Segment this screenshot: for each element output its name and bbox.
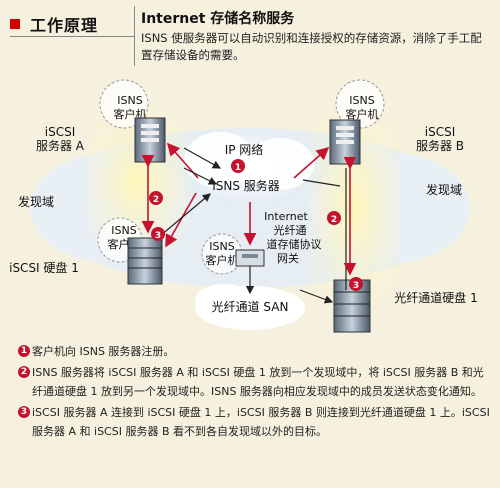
isns-client-gw-label-line2: 客户机 — [206, 253, 239, 267]
header-divider-horizontal — [10, 36, 134, 37]
discovery-domain-right-label: 发现域 — [426, 182, 462, 197]
isns-client-b-label-line2: 客户机 — [346, 107, 379, 121]
note-number-1: 1 — [18, 345, 30, 357]
discovery-domain-left-label: 发现域 — [18, 194, 54, 209]
intro-text: ISNS 使服务器可以自动识别和连接授权的存储资源，消除了手工配置存储设备的需要… — [141, 31, 482, 62]
badge-3-left: 3 — [151, 227, 165, 241]
page-title: Internet 存储名称服务 — [141, 11, 295, 27]
badge-2-left: 2 — [149, 191, 163, 205]
note-text-1: 客户机向 ISNS 服务器注册。 — [32, 345, 175, 358]
badge-3-right-text: 3 — [353, 281, 359, 291]
server-b-icon — [329, 119, 361, 165]
gateway-label-line1: Internet — [264, 210, 308, 223]
ip-network-cloud — [184, 130, 314, 206]
isns-client-gw-label-line1: ISNS — [209, 240, 234, 253]
header-divider-vertical — [134, 6, 135, 66]
server-b-label-line1: iSCSI — [425, 125, 456, 139]
server-b-label-line2: 服务器 B — [416, 138, 464, 153]
ip-network-label: IP 网络 — [225, 142, 264, 157]
note-3: 3 iSCSI 服务器 A 连接到 iSCSI 硬盘 1 上，iSCSI 服务器… — [18, 403, 490, 441]
gateway-label-line3: 道存储协议 — [267, 237, 322, 251]
badge-2-right: 2 — [327, 211, 341, 225]
server-a-label-line1: iSCSI — [45, 125, 76, 139]
note-text-3: iSCSI 服务器 A 连接到 iSCSI 硬盘 1 上，iSCSI 服务器 B… — [32, 406, 490, 438]
badge-2-left-text: 2 — [153, 195, 159, 205]
section-marker-icon — [10, 19, 20, 29]
badge-2-right-text: 2 — [331, 215, 337, 225]
fc-disk-label: 光纤通道硬盘 1 — [394, 290, 477, 305]
badge-3-left-text: 3 — [155, 231, 161, 241]
notes-list: 1 客户机向 ISNS 服务器注册。 2 ISNS 服务器将 iSCSI 服务器… — [18, 342, 490, 443]
isns-client-b-label-line1: ISNS — [349, 94, 374, 107]
iscsi-disk-icon — [127, 237, 163, 285]
server-a-icon — [134, 117, 166, 163]
section-header: 工作原理 — [10, 12, 98, 36]
note-text-2: ISNS 服务器将 iSCSI 服务器 A 和 iSCSI 硬盘 1 放到一个发… — [32, 366, 484, 398]
note-2: 2 ISNS 服务器将 iSCSI 服务器 A 和 iSCSI 硬盘 1 放到一… — [18, 363, 490, 401]
isns-client-a-circle — [99, 79, 149, 129]
gateway-icon — [235, 249, 265, 267]
note-1: 1 客户机向 ISNS 服务器注册。 — [18, 342, 490, 361]
note-number-2: 2 — [18, 366, 30, 378]
gateway-label-line2: 光纤通 — [274, 223, 307, 237]
badge-3-right: 3 — [349, 277, 363, 291]
section-title: 工作原理 — [30, 16, 99, 35]
fc-san-cloud — [195, 284, 305, 330]
iscsi-disk-label: iSCSI 硬盘 1 — [9, 260, 79, 275]
black-arrows — [159, 147, 347, 304]
note-number-3: 3 — [18, 406, 30, 418]
gateway-label-line4: 网关 — [277, 251, 299, 265]
badge-1-text: 1 — [235, 163, 241, 173]
isns-server-label: ISNS 服务器 — [212, 178, 280, 193]
fc-san-label: 光纤通道 SAN — [212, 300, 289, 314]
isns-client-a-label-line1: ISNS — [117, 94, 142, 107]
badge-1: 1 — [231, 159, 245, 173]
isns-diagram: ISNS 客户机 iSCSI 服务器 A ISNS 客户机 iSCSI 服务器 … — [9, 79, 478, 333]
server-a-label-line2: 服务器 A — [36, 138, 85, 153]
isns-client-disk-label-line1: ISNS — [111, 224, 136, 237]
